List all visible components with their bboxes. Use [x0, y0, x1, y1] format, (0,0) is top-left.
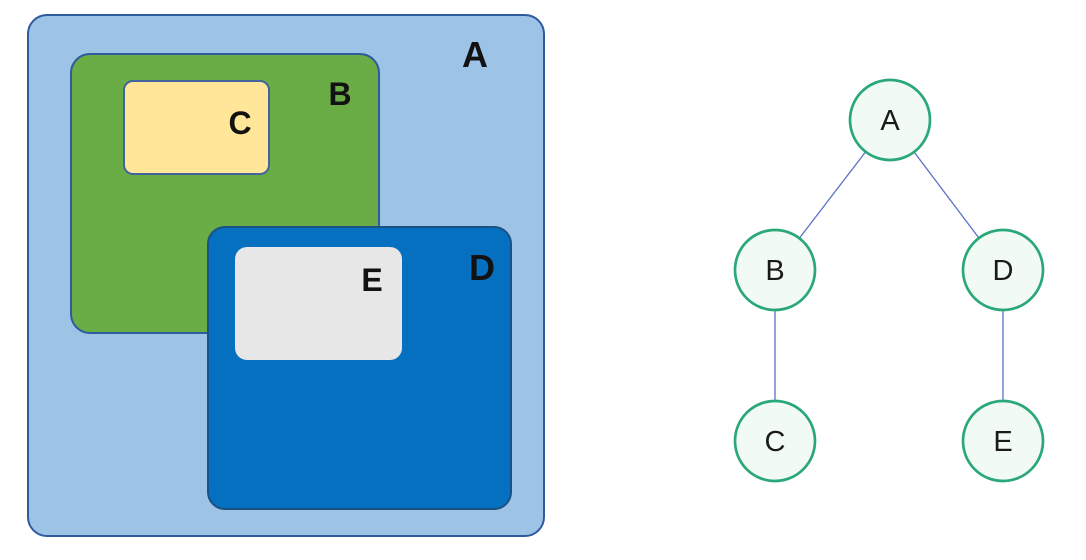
tree-node-e-label: E: [993, 426, 1012, 458]
tree-node-e: E: [961, 399, 1045, 483]
tree-node-b-label: B: [765, 255, 784, 287]
tree-node-a-circle: [848, 78, 932, 162]
tree-node-b-circle: [733, 228, 817, 312]
tree-node-a-label: A: [880, 105, 900, 137]
tree-node-c-label: C: [765, 426, 786, 458]
tree-node-a: A: [848, 78, 932, 162]
tree-node-c: C: [733, 399, 817, 483]
box-b-label: B: [328, 76, 352, 112]
tree-node-d-circle: [961, 228, 1045, 312]
tree-node-b: B: [733, 228, 817, 312]
box-c: C: [123, 80, 270, 175]
tree-node-c-circle: [733, 399, 817, 483]
tree-node-d: D: [961, 228, 1045, 312]
box-c-label: C: [228, 105, 252, 141]
box-d-label: D: [469, 247, 495, 288]
tree-node-d-label: D: [993, 255, 1014, 287]
box-e: E: [235, 247, 402, 360]
tree-diagram: A B D C E: [733, 78, 1045, 483]
box-a-label: A: [462, 34, 488, 75]
tree-node-e-circle: [961, 399, 1045, 483]
box-e-label: E: [361, 262, 383, 298]
